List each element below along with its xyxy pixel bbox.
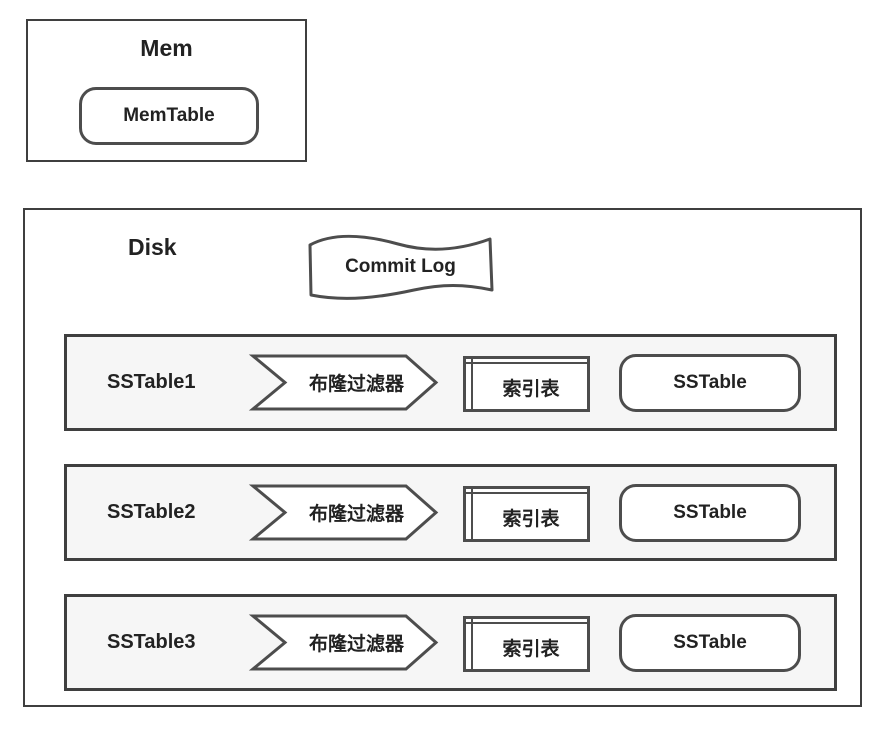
mem-section-box: Mem MemTable xyxy=(26,19,307,162)
index-table-header-band xyxy=(466,359,587,364)
bloom-filter-label: 布隆过滤器 xyxy=(308,504,404,525)
commit-log-node: Commit Log xyxy=(307,232,494,308)
index-table-left-column xyxy=(466,489,473,539)
sstable-row-3-label: SSTable3 xyxy=(107,631,196,653)
sstable-row-3: SSTable3 布隆过滤器 索引表 SSTable xyxy=(64,594,837,691)
index-table-left-column xyxy=(466,359,473,409)
bloom-filter-label: 布隆过滤器 xyxy=(308,374,404,395)
bloom-filter-shape: 布隆过滤器 xyxy=(248,614,439,671)
sstable-row-2: SSTable2 布隆过滤器 索引表 SSTable xyxy=(64,464,837,561)
index-table-label: 索引表 xyxy=(502,639,560,660)
disk-section-box: Disk Commit Log SSTable1 布隆过滤器 索引表 xyxy=(23,208,862,707)
bloom-filter-shape: 布隆过滤器 xyxy=(248,484,439,541)
bloom-filter-shape: 布隆过滤器 xyxy=(248,354,439,411)
memtable-node-label: MemTable xyxy=(123,105,215,126)
index-table-header-band xyxy=(466,489,587,494)
index-table-label: 索引表 xyxy=(502,379,560,400)
memtable-node: MemTable xyxy=(79,87,259,145)
chevron-arrow-icon xyxy=(248,614,439,671)
sstable-node-label: SSTable xyxy=(673,632,747,653)
sstable-node: SSTable xyxy=(619,614,801,672)
bloom-filter-label: 布隆过滤器 xyxy=(308,634,404,655)
index-table-label: 索引表 xyxy=(502,509,560,530)
sstable-row-1-label: SSTable1 xyxy=(107,371,196,393)
chevron-arrow-icon xyxy=(248,354,439,411)
index-table-shape: 索引表 xyxy=(463,356,590,412)
commit-log-label: Commit Log xyxy=(345,256,456,277)
index-table-shape: 索引表 xyxy=(463,616,590,672)
disk-section-title: Disk xyxy=(128,234,177,260)
wave-banner-icon xyxy=(308,234,494,300)
sstable-node: SSTable xyxy=(619,354,801,412)
index-table-shape: 索引表 xyxy=(463,486,590,542)
sstable-node-label: SSTable xyxy=(673,372,747,393)
sstable-row-1: SSTable1 布隆过滤器 索引表 SSTable xyxy=(64,334,837,431)
sstable-row-2-label: SSTable2 xyxy=(107,501,196,523)
index-table-header-band xyxy=(466,619,587,624)
index-table-left-column xyxy=(466,619,473,669)
sstable-node-label: SSTable xyxy=(673,502,747,523)
mem-section-title: Mem xyxy=(140,35,193,61)
sstable-node: SSTable xyxy=(619,484,801,542)
chevron-arrow-icon xyxy=(248,484,439,541)
